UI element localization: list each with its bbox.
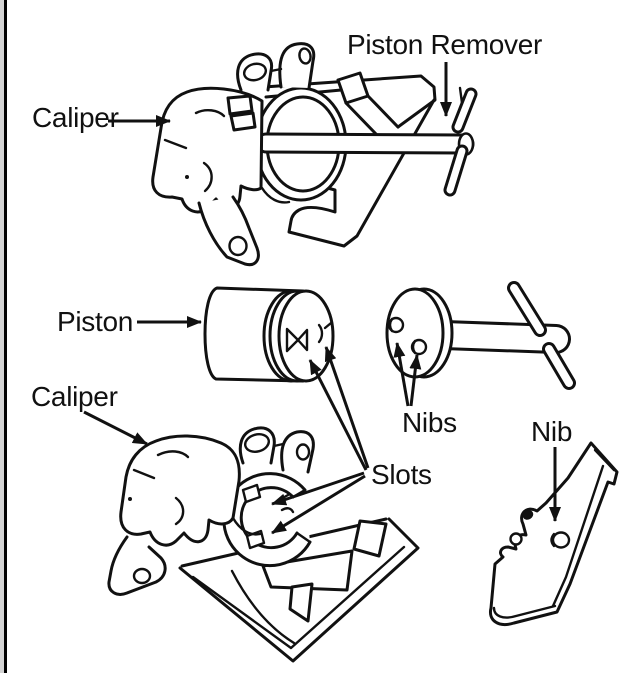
label-piston: Piston (57, 306, 134, 337)
piston-and-tool (137, 281, 576, 407)
piston-remover-handle (443, 87, 478, 197)
brake-pad (488, 441, 619, 626)
caliper-lower-arm-top (197, 195, 260, 267)
caliper-ears-top (236, 42, 316, 92)
slots-arrow-3 (271, 471, 365, 506)
label-nibs: Nibs (402, 407, 457, 438)
nibs-arrow-2 (409, 354, 422, 407)
caliper-frame-bottom (178, 517, 420, 663)
piston-edge-notch (317, 321, 333, 344)
caliper-lower-arm-bottom (107, 535, 167, 596)
piston-part (203, 286, 335, 383)
slots-arrow-4 (271, 474, 366, 535)
slots-arrow-1 (308, 359, 368, 471)
left-gray-strip (0, 0, 4, 673)
pad-nib (551, 531, 571, 549)
caliper-bottom-arrow (83, 410, 148, 446)
slots-arrow-2 (324, 346, 370, 469)
left-border-line (4, 0, 7, 673)
caliper-ears-bottom (238, 426, 315, 474)
piston-slot-right (296, 328, 309, 352)
label-piston-remover: Piston Remover (347, 29, 542, 60)
piston-slot-left (285, 327, 300, 353)
bore-slot-1 (241, 483, 262, 504)
caliper-body-bottom (119, 434, 262, 547)
top-caliper-assembly (108, 42, 478, 267)
label-slots: Slots (371, 459, 432, 490)
label-caliper-bottom: Caliper (31, 381, 118, 412)
label-nib: Nib (531, 416, 573, 447)
nibs-arrow-1 (393, 342, 410, 407)
bottom-caliper-assembly (83, 346, 420, 663)
label-caliper-top: Caliper (32, 102, 119, 133)
caliper-body-top (151, 86, 291, 214)
piston-remover-rod (255, 132, 475, 156)
